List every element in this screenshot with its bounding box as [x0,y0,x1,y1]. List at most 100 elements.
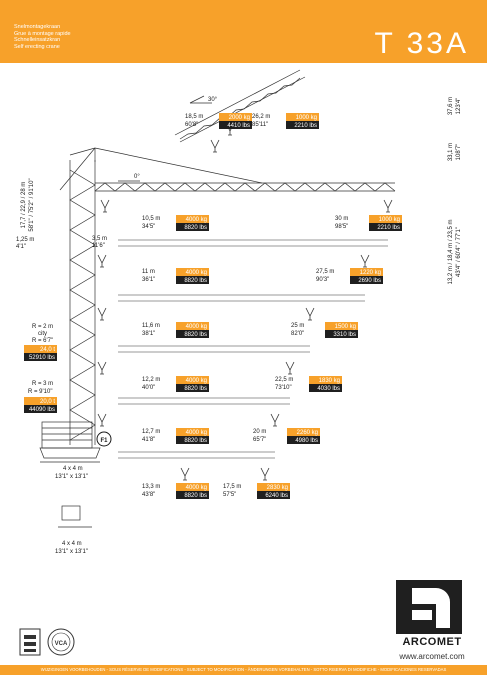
weight-kg: 1000 kg [296,115,317,121]
radius-ft: 98'5" [335,224,348,230]
weight-lbs-box [176,491,209,499]
height-0-m: 33,1 m [448,143,454,161]
radius-m: 12,2 m [142,377,160,383]
radius-ft: 82'0" [291,331,304,337]
weight-lbs-box [176,223,209,231]
hook-height-ft: 43'4" / 60'4" / 77'1" [456,227,462,277]
radius-m: 17,5 m [223,484,241,490]
hook-icon [210,139,220,153]
left-offset-m: 1,25 m [16,237,34,243]
weight-kg-box [286,113,319,121]
footer-disclaimer: WIJZIGINGEN VOORBEHOUDEN - SOUS RÉSERVE … [0,665,487,675]
radius-m: 22,5 m [275,377,293,383]
hook-icon [285,361,295,375]
weight-lbs: 2210 lbs [294,123,317,129]
weight-lbs: 4410 lbs [227,123,250,129]
weight-lbs: 8820 lbs [184,386,207,392]
weight-kg-box [350,268,383,276]
header-line-en: Self erecting crane [14,43,60,50]
weight-lbs: 8820 lbs [184,225,207,231]
radius-ft: 40'0" [142,385,155,391]
crane-drawing: F1 30° 0° 17,7 / 22,9 / 28 m 58'1" / 75'… [16,69,462,555]
base-dim-ft: 13'1" x 13'1" [55,474,88,480]
hook-icon [97,307,107,321]
weight-lbs: 6240 lbs [265,493,288,499]
hook-icon [97,413,107,427]
radius-m: 27,5 m [316,269,334,275]
weight-kg: 4000 kg [186,324,207,330]
base2-dim-ft: 13'1" x 13'1" [55,549,88,555]
height-0-ft: 108'7" [456,144,462,161]
r2-ft: R = 6'7" [32,338,53,344]
base2-dim: 4 x 4 m [62,541,82,547]
certification-badge-left [18,627,42,662]
weight-lbs-box [287,436,320,444]
weight-lbs-box [176,436,209,444]
vca-text: VCA [55,641,68,647]
brand-url[interactable]: www.arcomet.com [399,652,465,661]
base-dim: 4 x 4 m [63,466,83,472]
weight-lbs-box [286,121,319,129]
header-descriptions: Snelmontagekraan Grue à montage rapide S… [14,24,71,50]
radius-ft: 43'8" [142,492,155,498]
radius-ft: 65'7" [253,437,266,443]
f1-label: F1 [100,438,108,444]
weight-kg-box [287,428,320,436]
r2-weight-box [24,345,57,353]
hook-icon [100,199,110,213]
weight-kg-box [369,215,402,223]
radius-m: 18,5 m [185,114,203,120]
radius-ft: 38'1" [142,331,155,337]
weight-kg: 4000 kg [186,485,207,491]
radius-m: 11,6 m [142,323,160,329]
hook-icon [97,361,107,375]
r3-lbs: 44090 lbs [29,407,55,413]
header-line-nl: Snelmontagekraan [14,24,61,30]
weight-lbs: 8820 lbs [184,278,207,284]
jib-rows [118,239,388,459]
angle-0-label: 0° [134,174,140,180]
hook-icon [180,467,190,481]
r3-weight: 20,0 t [40,399,55,405]
weight-kg: 2830 kg [267,485,288,491]
r2-weight: 24,0 t [40,347,55,353]
weight-kg-box [176,268,209,276]
radius-m: 20 m [253,429,266,435]
weight-kg-box [176,428,209,436]
r3-weight-box [24,397,57,405]
weight-kg-box [176,483,209,491]
weight-lbs-box [176,384,209,392]
tail-ft: 11'6" [92,243,105,249]
arcomet-logo [396,580,462,639]
header-banner: Snelmontagekraan Grue à montage rapide S… [0,0,487,63]
weight-lbs: 8820 lbs [184,493,207,499]
r2-city: city [38,331,47,337]
r3-m: R = 3 m [32,381,53,387]
hook-icon [383,199,393,213]
weight-kg: 2260 kg [297,430,318,436]
left-offset-ft: 4'1" [16,244,26,250]
r3-lbs-box [24,405,57,413]
weight-kg-box [325,322,358,330]
weight-kg: 1000 kg [379,217,400,223]
weight-lbs: 8820 lbs [184,332,207,338]
r3-ft: R = 9'10" [28,389,52,395]
weight-kg: 4000 kg [186,217,207,223]
r2-lbs-box [24,353,57,361]
header-line-fr: Grue à montage rapide [14,30,71,37]
radius-m: 13,3 m [142,484,160,490]
weight-lbs-box [309,384,342,392]
header-line-de: Schnelleinsatzkran [14,37,61,43]
hook-height-m: 13,2 m / 18,4 m / 23,5 m [448,219,454,284]
weight-lbs: 4980 lbs [295,438,318,444]
height-30-m: 37,6 m [448,97,454,115]
radius-ft: 90'3" [316,277,329,283]
weight-kg-box [176,376,209,384]
weight-kg: 1500 kg [335,324,356,330]
weight-lbs-box [350,276,383,284]
brand-name: ARCOMET [402,636,462,648]
weight-kg-box [257,483,290,491]
f1-badge [96,431,112,447]
jib-0-degree [94,182,396,192]
r2-lbs: 52910 lbs [29,355,55,361]
